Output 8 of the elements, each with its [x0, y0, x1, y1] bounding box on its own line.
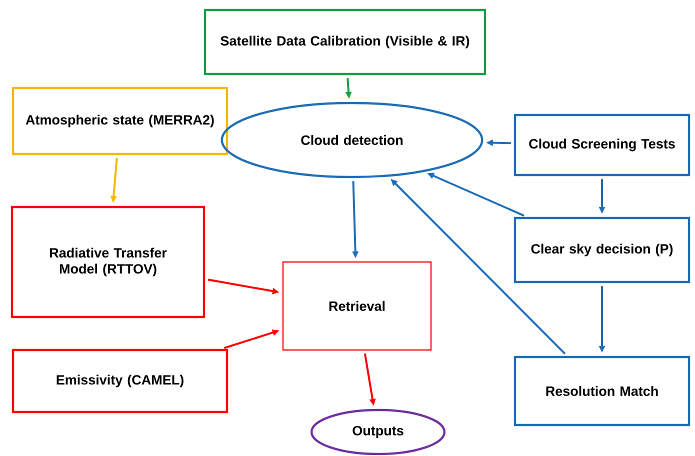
process-box: Cloud Screening Tests [514, 114, 690, 176]
process-box: Satellite Data Calibration (Visible & IR) [204, 8, 486, 76]
input-box: Emissivity (CAMEL) [12, 348, 228, 414]
input-box: Atmospheric state (MERRA2) [12, 86, 228, 156]
process-box: Retrieval [282, 261, 432, 351]
input-box: Radiative Transfer Model (RTTOV) [10, 206, 206, 318]
process-box: Resolution Match [514, 356, 690, 426]
process-box: Clear sky decision (P) [514, 216, 690, 284]
